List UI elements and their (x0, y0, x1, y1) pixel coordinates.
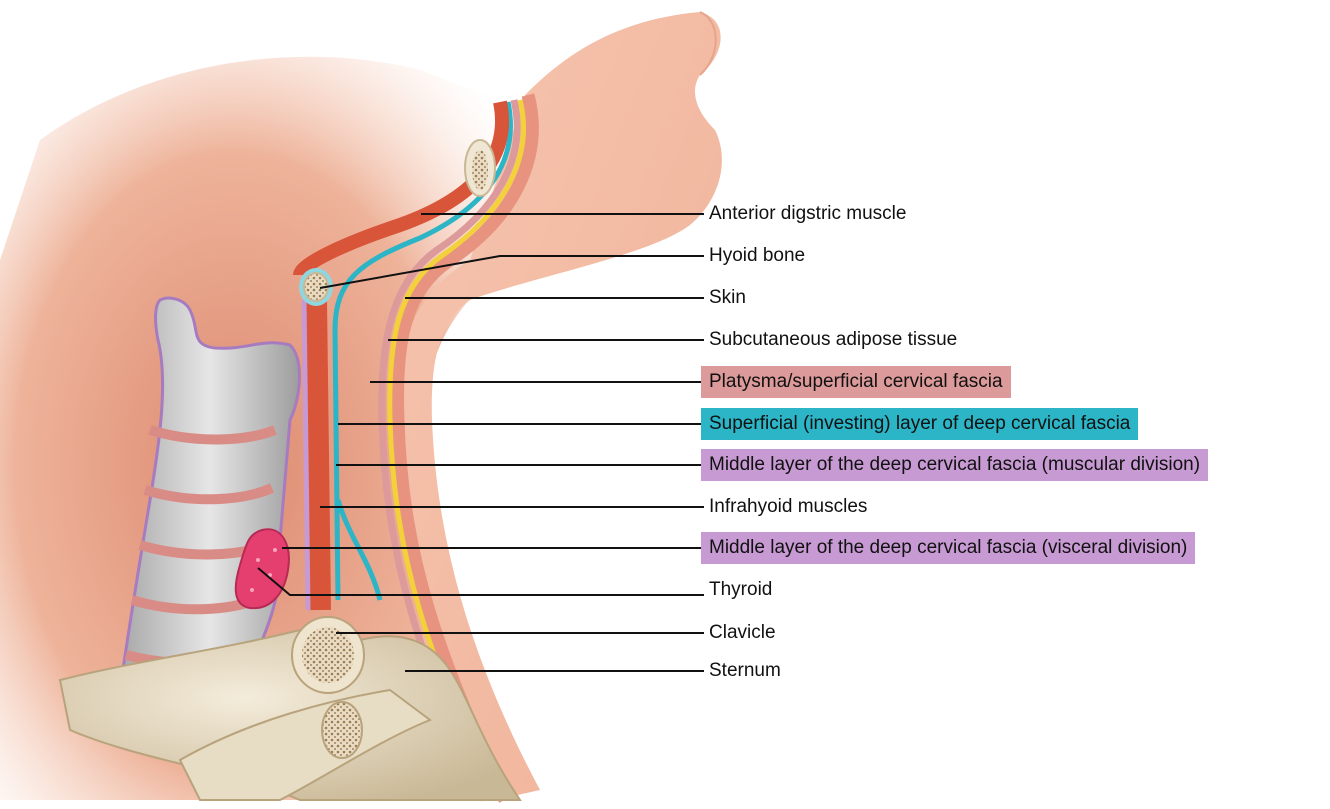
label-infrahyoid-muscles: Infrahyoid muscles (701, 491, 875, 523)
label-skin: Skin (701, 282, 754, 314)
label-subcutaneous-adipose-tissue: Subcutaneous adipose tissue (701, 324, 965, 356)
label-middle-layer-visceral: Middle layer of the deep cervical fascia… (701, 532, 1195, 564)
label-superficial-investing-layer: Superficial (investing) layer of deep ce… (701, 408, 1138, 440)
label-thyroid: Thyroid (701, 574, 780, 606)
label-middle-layer-muscular: Middle layer of the deep cervical fascia… (701, 449, 1208, 481)
label-hyoid-bone: Hyoid bone (701, 240, 813, 272)
label-platysma: Platysma/superficial cervical fascia (701, 366, 1011, 398)
label-anterior-digastric-muscle: Anterior digstric muscle (701, 198, 914, 230)
mandible-section (465, 140, 495, 196)
label-sternum: Sternum (701, 655, 789, 687)
label-clavicle: Clavicle (701, 617, 784, 649)
infrahyoid-muscle-band (316, 300, 320, 610)
